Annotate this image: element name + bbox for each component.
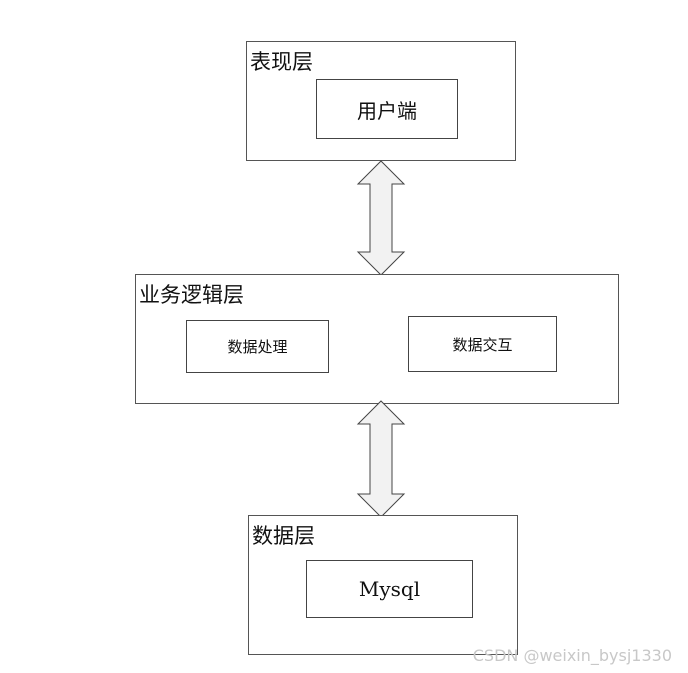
data-layer-title: 数据层 — [252, 524, 315, 548]
client-label: 用户端 — [357, 98, 417, 123]
watermark: CSDN @weixin_bysj1330 — [472, 646, 672, 665]
double-arrow-icon — [356, 160, 406, 276]
client-box: 用户端 — [316, 79, 458, 139]
presentation-layer: 表现层 用户端 — [246, 41, 516, 161]
data-layer: 数据层 Mysql — [248, 515, 518, 655]
business-logic-layer: 业务逻辑层 数据处理 数据交互 — [135, 274, 619, 404]
business-logic-layer-title: 业务逻辑层 — [139, 283, 244, 307]
data-interaction-label: 数据交互 — [452, 335, 513, 354]
presentation-layer-title: 表现层 — [250, 50, 313, 74]
double-arrow-icon — [356, 400, 406, 518]
mysql-box: Mysql — [306, 560, 473, 618]
mysql-label: Mysql — [358, 577, 421, 601]
data-interaction-box: 数据交互 — [408, 316, 557, 372]
data-processing-box: 数据处理 — [186, 320, 329, 373]
data-processing-label: 数据处理 — [227, 338, 288, 356]
